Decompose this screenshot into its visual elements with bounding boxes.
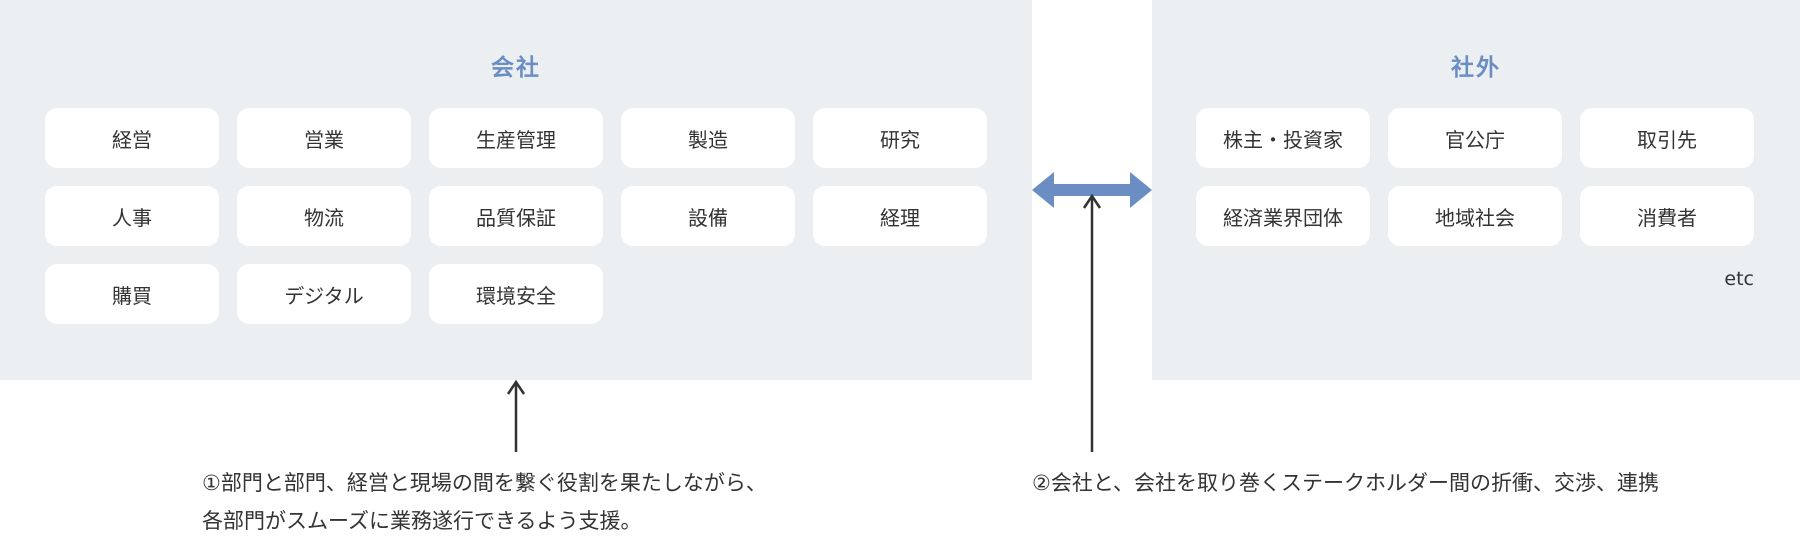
arrow-up-head-company-icon (506, 379, 526, 395)
department-card: 営業 (237, 108, 411, 168)
stakeholder-card: 株主・投資家 (1196, 108, 1370, 168)
note-1-line-1: ①部門と部門、経営と現場の間を繋ぐ役割を果たしながら、 (202, 471, 767, 495)
department-card: 購買 (45, 264, 219, 324)
external-title: 社外 (1451, 55, 1501, 81)
stakeholder-card: 消費者 (1580, 186, 1754, 246)
stakeholder-card: 取引先 (1580, 108, 1754, 168)
department-card: 環境安全 (429, 264, 603, 324)
note-department-support: ①部門と部門、経営と現場の間を繋ぐ役割を果たしながら、 各部門がスムーズに業務遂… (202, 464, 767, 537)
stakeholder-card: 経済業界団体 (1196, 186, 1370, 246)
department-card: 製造 (621, 108, 795, 168)
external-panel: 社外 株主・投資家 官公庁 取引先 経済業界団体 地域社会 消費者 etc (1152, 0, 1800, 380)
department-card: 経営 (45, 108, 219, 168)
bidirectional-arrow-icon (1032, 172, 1152, 208)
note-2-line-1: ②会社と、会社を取り巻くステークホルダー間の折衝、交渉、連携 (1032, 471, 1659, 495)
department-card: デジタル (237, 264, 411, 324)
arrow-up-head-external-icon (1082, 193, 1102, 209)
note-stakeholder-negotiation: ②会社と、会社を取り巻くステークホルダー間の折衝、交渉、連携 (1032, 464, 1659, 502)
company-panel: 会社 経営 営業 生産管理 製造 研究 人事 物流 品質保証 設備 経理 購買 … (0, 0, 1032, 380)
stakeholder-card: 地域社会 (1388, 186, 1562, 246)
department-card: 物流 (237, 186, 411, 246)
department-card: 経理 (813, 186, 987, 246)
stakeholder-card: 官公庁 (1388, 108, 1562, 168)
company-title: 会社 (491, 55, 541, 81)
etc-label: etc (1724, 268, 1754, 290)
department-grid: 経営 営業 生産管理 製造 研究 人事 物流 品質保証 設備 経理 購買 デジタ… (45, 108, 987, 324)
stakeholder-grid: 株主・投資家 官公庁 取引先 経済業界団体 地域社会 消費者 (1196, 108, 1754, 246)
department-card: 品質保証 (429, 186, 603, 246)
note-1-line-2: 各部門がスムーズに業務遂行できるよう支援。 (202, 509, 642, 533)
department-card: 生産管理 (429, 108, 603, 168)
department-card: 人事 (45, 186, 219, 246)
department-card: 研究 (813, 108, 987, 168)
department-card: 設備 (621, 186, 795, 246)
